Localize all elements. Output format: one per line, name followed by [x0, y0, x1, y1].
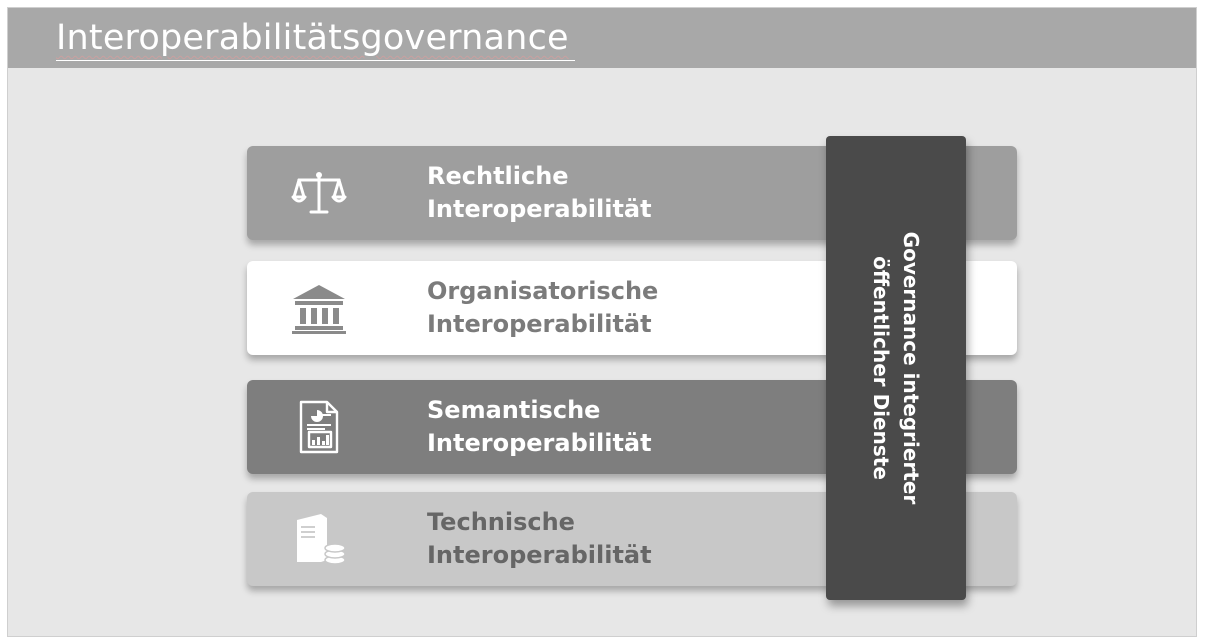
layer-label-semantic: Semantische Interoperabilität	[427, 394, 652, 460]
layer-label-technical-line2: Interoperabilität	[427, 541, 652, 569]
layer-label-organisational: Organisatorische Interoperabilität	[427, 275, 658, 341]
governance-label: Governance integrierter öffentlicher Die…	[866, 158, 926, 578]
title-band: Interoperabilitätsgovernance	[8, 8, 1196, 68]
layer-label-legal-line2: Interoperabilität	[427, 195, 652, 223]
layer-label-legal-line1: Rechtliche	[427, 162, 569, 190]
layer-label-organisational-line1: Organisatorische	[427, 277, 659, 305]
layer-label-technical-line1: Technische	[427, 508, 575, 536]
layer-label-technical: Technische Interoperabilität	[427, 506, 652, 572]
server-database-icon	[291, 512, 347, 566]
scales-icon	[291, 166, 347, 220]
layer-label-semantic-line2: Interoperabilität	[427, 429, 652, 457]
governance-bar: Governance integrierter öffentlicher Die…	[826, 136, 966, 600]
governance-label-line2: öffentlicher Dienste	[869, 256, 893, 480]
layer-label-legal: Rechtliche Interoperabilität	[427, 160, 652, 226]
institution-building-icon	[291, 281, 347, 335]
report-document-icon	[291, 400, 347, 454]
slide: Interoperabilitätsgovernance	[8, 8, 1196, 636]
layer-label-organisational-line2: Interoperabilität	[427, 310, 652, 338]
governance-label-line1: Governance integrierter	[899, 231, 923, 505]
layer-label-semantic-line1: Semantische	[427, 396, 601, 424]
slide-title: Interoperabilitätsgovernance	[56, 16, 575, 61]
